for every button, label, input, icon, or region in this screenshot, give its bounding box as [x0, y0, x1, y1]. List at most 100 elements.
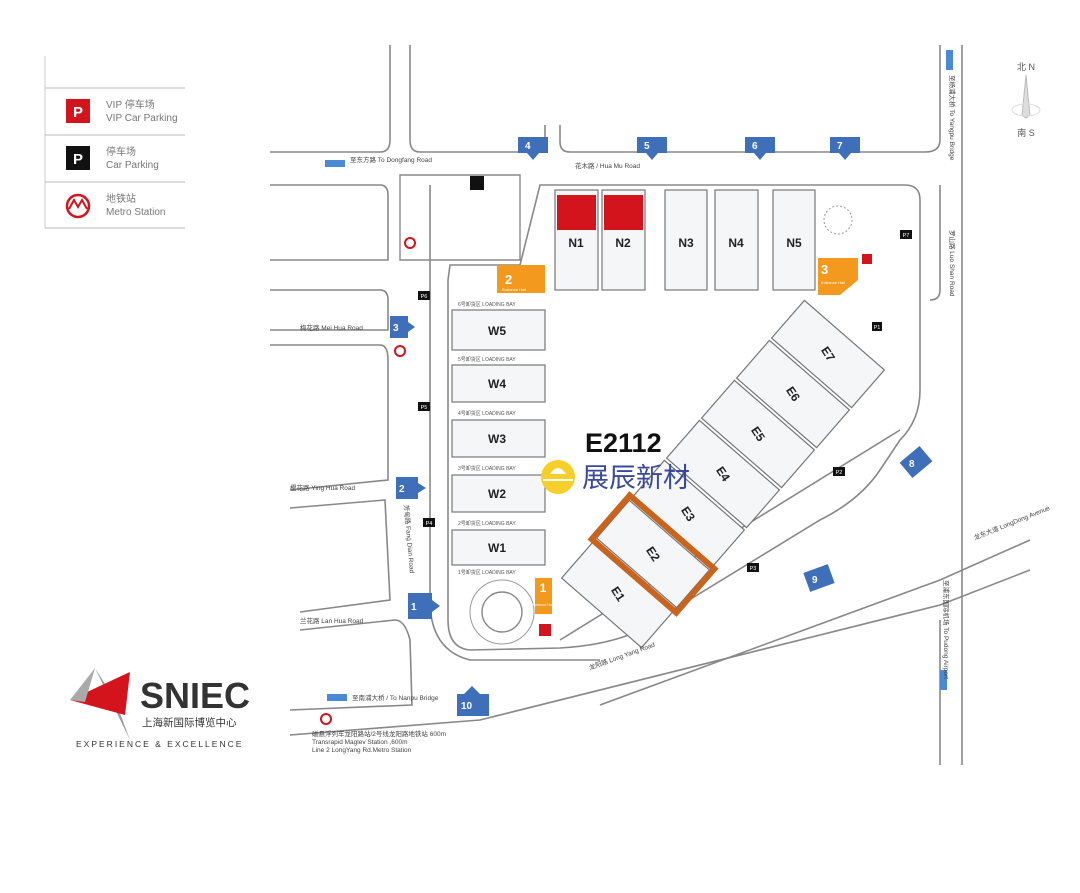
brand-cn: 上海新国际博览中心 — [142, 716, 237, 729]
loading-bay-4: 4号卸货区 LOADING BAY — [458, 410, 516, 417]
entrance-2-num: 2 — [505, 272, 512, 287]
entrance-halls: 2 Entrance Hall 3 Entrance Hall 1 Entran… — [470, 176, 872, 636]
hall-w3[interactable]: W3 — [488, 432, 506, 446]
booth-callout: E2112 展辰新材 — [541, 428, 690, 494]
gate-10[interactable]: 10 — [457, 686, 489, 716]
gate-7[interactable]: 7 — [830, 137, 860, 160]
svg-text:5: 5 — [644, 141, 650, 152]
metro-note-en2: Line 2 LongYang Rd.Metro Station — [312, 747, 412, 754]
sniec-logo: SNIEC 上海新国际博览中心 EXPERIENCE & EXCELLENCE — [70, 668, 250, 749]
parking-p3: P3 — [750, 566, 757, 572]
loading-bay-5: 5号卸货区 LOADING BAY — [458, 356, 516, 363]
entrance-1-num: 1 — [540, 581, 547, 595]
compass: 北 N 南 S — [1011, 62, 1041, 138]
west-halls: W5 W4 W3 W2 W1 6号卸货区 LOADING BAY 5号卸货区 L… — [451, 301, 546, 645]
hall-w4[interactable]: W4 — [488, 377, 506, 391]
company-name: 展辰新材 — [582, 463, 690, 493]
hall-e4[interactable]: E4 — [713, 464, 733, 484]
hall-n1[interactable]: N1 — [568, 236, 584, 250]
parking-p2: P2 — [836, 470, 843, 476]
hall-n3[interactable]: N3 — [678, 236, 694, 250]
hall-w1[interactable]: W1 — [488, 541, 506, 555]
loading-bay-2: 2号卸货区 LOADING BAY — [458, 520, 516, 527]
gate-4[interactable]: 4 — [518, 137, 548, 160]
metro-note-cn: 磁悬浮列车龙阳路站/2号线龙阳路地铁站 600m — [312, 729, 446, 738]
svg-text:9: 9 — [812, 575, 818, 586]
road-to-nanpu: 至南浦大桥 / To Nanpu Bridge — [352, 693, 439, 702]
hall-e1[interactable]: E1 — [608, 584, 628, 604]
hall-n5[interactable]: N5 — [786, 236, 802, 250]
parking-p1: P1 — [874, 325, 881, 331]
hall-e5[interactable]: E5 — [748, 424, 768, 444]
legend-vip-cn: VIP 停车场 — [106, 98, 155, 111]
brand-tagline: EXPERIENCE & EXCELLENCE — [76, 739, 243, 749]
metro-icon — [65, 193, 91, 219]
gate-5[interactable]: 5 — [637, 137, 667, 160]
gates: 4 5 6 7 3 2 1 10 9 8 — [390, 137, 933, 716]
road-lan-hua: 兰花路 Lan Hua Road — [300, 616, 364, 625]
hall-e2[interactable]: E2 — [643, 544, 663, 564]
svg-text:4: 4 — [525, 141, 531, 152]
parking-p4: P4 — [426, 521, 433, 527]
parking-p6: P6 — [421, 294, 428, 300]
gate-3[interactable]: 3 — [390, 316, 415, 338]
entrance-1-label: Entrance Hall — [532, 603, 553, 607]
compass-south: 南 S — [1017, 127, 1035, 138]
legend: P VIP 停车场 VIP Car Parking P 停车场 Car Park… — [44, 56, 185, 229]
legend-metro-en: Metro Station — [106, 207, 165, 218]
booth-number: E2112 — [585, 428, 662, 458]
entrance-3-label: Entrance Hall — [821, 280, 845, 285]
loading-bay-3: 3号卸货区 LOADING BAY — [458, 465, 516, 472]
brand-name: SNIEC — [140, 675, 250, 716]
site-boundary — [447, 184, 921, 651]
svg-text:3: 3 — [393, 323, 399, 334]
gate-6[interactable]: 6 — [745, 137, 775, 160]
loading-bay-1: 1号卸货区 LOADING BAY — [458, 569, 516, 576]
gate-2[interactable]: 2 — [396, 477, 426, 499]
entrance-2-label: Entrance Hall — [502, 287, 526, 292]
road-to-pudong-airport: 至浦东国际机场 To Pudong Airport — [942, 580, 951, 679]
compass-north: 北 N — [1017, 62, 1035, 72]
svg-text:P: P — [73, 151, 83, 168]
road-mei-hua: 梅花路 Mei Hua Road — [300, 323, 363, 332]
hall-n2[interactable]: N2 — [615, 236, 631, 250]
hall-w5[interactable]: W5 — [488, 324, 506, 338]
hall-e3[interactable]: E3 — [678, 504, 698, 524]
legend-parking-cn: 停车场 — [106, 145, 136, 158]
svg-text:P: P — [73, 104, 83, 121]
booth-highlight — [587, 491, 719, 617]
metro-note-en1: Transrapid Maglev Station ,600m — [312, 739, 408, 746]
svg-text:7: 7 — [837, 141, 843, 152]
parking-labels: P1 P2 P3 P4 P5 P6 P7 — [418, 230, 912, 572]
svg-text:6: 6 — [752, 141, 758, 152]
gate-1[interactable]: 1 — [408, 593, 440, 619]
company-logo-icon — [541, 460, 575, 494]
svg-text:8: 8 — [909, 459, 915, 470]
legend-parking-en: Car Parking — [106, 160, 159, 171]
entrance-3-num: 3 — [821, 262, 828, 277]
vip-parking-icon: P — [66, 99, 90, 123]
svg-text:1: 1 — [411, 602, 417, 613]
hall-e6[interactable]: E6 — [783, 384, 803, 404]
road-ying-hua: 樱花路 Ying Hua Road — [290, 483, 356, 492]
metro-station-marker — [320, 237, 416, 725]
north-halls: N1 N2 N3 N4 N5 — [554, 189, 853, 291]
gate-8[interactable]: 8 — [899, 445, 933, 479]
road-luo-shan: 罗山路 Luo Shan Road — [948, 230, 957, 297]
loading-bay-6: 6号卸货区 LOADING BAY — [458, 301, 516, 308]
svg-text:2: 2 — [399, 484, 405, 495]
legend-vip-en: VIP Car Parking — [106, 113, 178, 124]
road-long-dong: 龙东大道 LongDong Avenue — [972, 503, 1051, 542]
parking-p5: P5 — [421, 405, 428, 411]
road-fang-dian: 芳甸路 Fang Dian Road — [402, 504, 417, 574]
hall-n4[interactable]: N4 — [728, 236, 744, 250]
svg-text:10: 10 — [461, 701, 473, 712]
hall-e7[interactable]: E7 — [818, 344, 838, 364]
hall-w2[interactable]: W2 — [488, 487, 506, 501]
road-hua-mu: 花木路 / Hua Mu Road — [575, 161, 640, 170]
road-to-yangpu: 至杨浦大桥 To Yangpu Bridge — [948, 75, 957, 161]
parking-p7: P7 — [903, 233, 910, 239]
road-long-yang: 龙阳路 Long Yang Road — [588, 640, 657, 672]
gate-9[interactable]: 9 — [803, 564, 835, 592]
